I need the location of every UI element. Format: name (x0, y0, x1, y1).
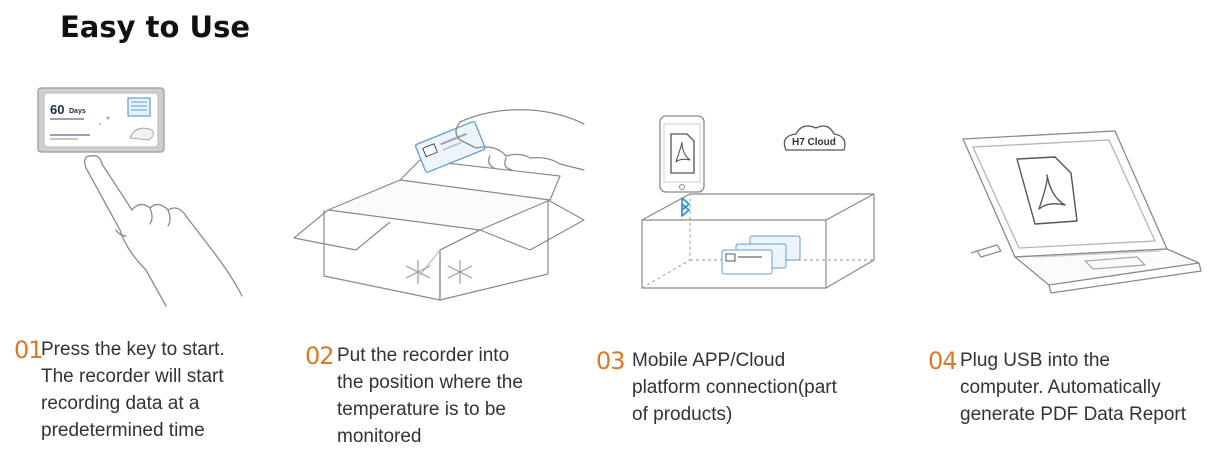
step-2-text: Put the recorder into the position where… (337, 345, 523, 447)
hand-holding-icon (455, 109, 585, 171)
card-days-number: 60 (50, 102, 64, 117)
step-1-text: Press the key to start. The recorder wil… (41, 339, 225, 441)
step-3-number: 03 (596, 347, 626, 375)
pdf-icon (1016, 156, 1078, 225)
phone-icon (659, 115, 705, 193)
recorder-in-hand-icon (414, 120, 486, 173)
app-cloud-illustration: H7 Cloud (630, 110, 890, 300)
hand-pointer-icon (84, 155, 243, 307)
bluetooth-icon (681, 197, 690, 217)
recorder-cards-icon (721, 235, 801, 275)
step-4-number: 04 (928, 347, 958, 375)
step-3-text: Mobile APP/Cloud platform connection(par… (632, 350, 837, 425)
snowflake-icon (405, 260, 473, 284)
step-1-number: 01 (14, 336, 44, 364)
box-icon (293, 159, 585, 301)
recorder-card-icon: 60 Days (37, 87, 165, 153)
cloud-icon: H7 Cloud (783, 125, 846, 151)
box-icon (641, 193, 875, 289)
card-days-word: Days (69, 108, 86, 115)
pdf-icon (670, 133, 695, 174)
laptop-icon (962, 130, 1202, 294)
press-key-illustration: 60 Days (30, 80, 270, 310)
step-2-number: 02 (305, 342, 335, 370)
cloud-label: H7 Cloud (792, 137, 836, 148)
box-placement-illustration (290, 100, 590, 310)
usb-icon (970, 244, 1002, 258)
page-title: Easy to Use (60, 10, 251, 44)
laptop-illustration (955, 125, 1205, 305)
step-4-text: Plug USB into the computer. Automaticall… (960, 350, 1187, 425)
